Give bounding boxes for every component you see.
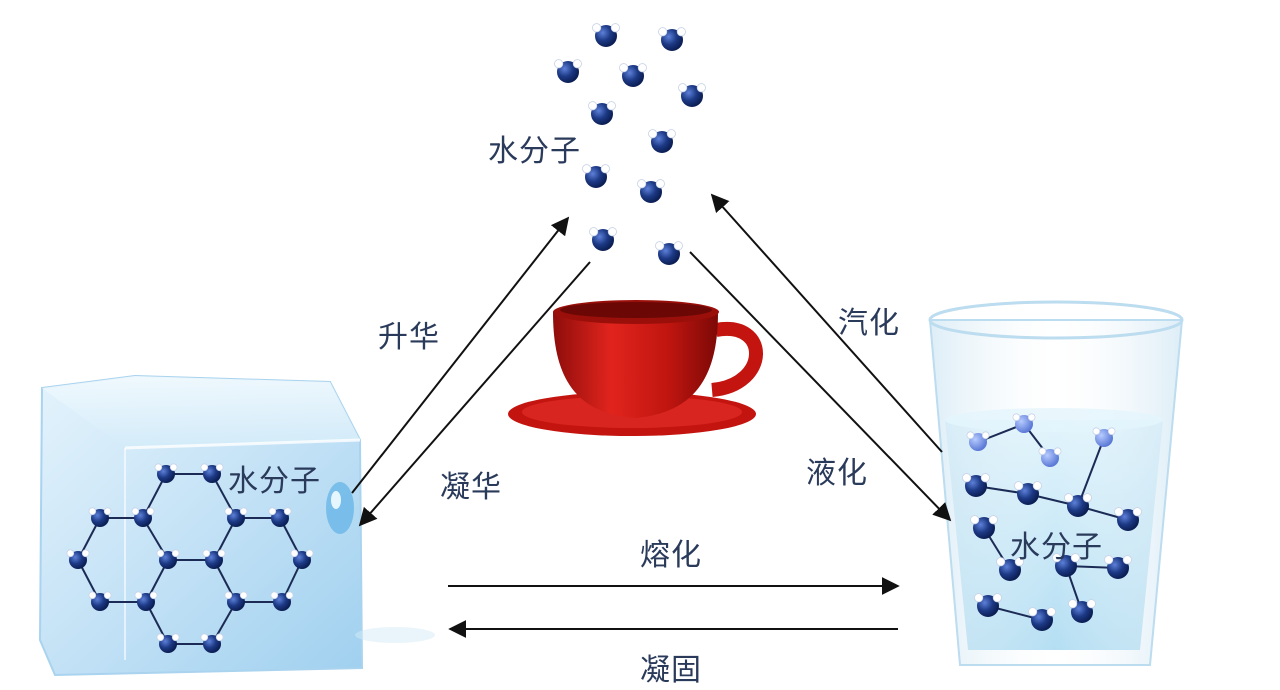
deposition-arrow: [358, 261, 591, 527]
water-molecule-icon: [1064, 493, 1092, 517]
water-molecule-icon: [678, 83, 706, 107]
red-teacup-icon: [508, 300, 763, 436]
water-molecule-icon: [1014, 481, 1042, 505]
water-molecules-label: 水分子: [1010, 530, 1103, 565]
water-molecule-icon: [154, 463, 178, 483]
vapor-molecules-label: 水分子: [488, 134, 581, 169]
water-molecule-icon: [66, 549, 90, 569]
water-molecule-icon: [131, 507, 155, 527]
liquefaction-arrow: [689, 251, 952, 522]
water-molecule-icon: [270, 591, 294, 611]
water-molecule-icon: [156, 633, 180, 653]
ice-molecules-group: [66, 463, 314, 653]
vapor-molecules-group: [554, 23, 706, 265]
water-molecule-icon: [200, 633, 224, 653]
solidification-label: 凝固: [640, 653, 702, 688]
water-molecule-icon: [1038, 447, 1062, 467]
water-molecule-icon: [1068, 599, 1096, 623]
water-molecule-icon: [658, 27, 686, 51]
ice-molecules-label: 水分子: [228, 464, 321, 499]
water-molecule-icon: [637, 179, 665, 203]
water-molecule-icon: [554, 59, 582, 83]
water-molecule-icon: [970, 515, 998, 539]
water-molecule-icon: [619, 63, 647, 87]
water-molecule-icon: [966, 431, 990, 451]
water-molecule-icon: [582, 164, 610, 188]
vaporization-arrow: [710, 193, 943, 453]
hydrogen-bond-line: [1077, 437, 1105, 507]
water-molecule-icon: [156, 549, 180, 569]
water-molecule-icon: [588, 101, 616, 125]
water-molecule-icon: [648, 129, 676, 153]
liquefaction-label: 液化: [806, 456, 868, 491]
water-molecule-icon: [134, 591, 158, 611]
water-molecule-icon: [1028, 607, 1056, 631]
water-molecule-icon: [224, 507, 248, 527]
liquid-molecules-group: [962, 413, 1142, 631]
water-molecule-icon: [655, 241, 683, 265]
water-molecule-icon: [202, 549, 226, 569]
sublimation-label: 升华: [378, 320, 440, 355]
water-molecule-icon: [1092, 427, 1116, 447]
deposition-label: 凝华: [440, 470, 502, 505]
water-molecule-icon: [592, 23, 620, 47]
water-molecule-icon: [589, 227, 617, 251]
water-molecule-icon: [1104, 555, 1132, 579]
water-molecule-icon: [1114, 507, 1142, 531]
water-molecule-icon: [974, 593, 1002, 617]
water-molecule-icon: [224, 591, 248, 611]
vaporization-label: 汽化: [838, 306, 900, 341]
water-molecule-icon: [962, 473, 990, 497]
phase-change-arrows: [351, 193, 952, 638]
water-molecule-icon: [1052, 553, 1080, 577]
melting-label: 熔化: [640, 538, 702, 573]
water-molecule-icon: [88, 507, 112, 527]
water-molecule-icon: [88, 591, 112, 611]
sublimation-arrow: [351, 216, 570, 494]
water-molecule-icon: [290, 549, 314, 569]
water-molecule-icon: [200, 463, 224, 483]
water-molecule-icon: [996, 557, 1024, 581]
water-molecule-icon: [268, 507, 292, 527]
water-molecule-icon: [1012, 413, 1036, 433]
